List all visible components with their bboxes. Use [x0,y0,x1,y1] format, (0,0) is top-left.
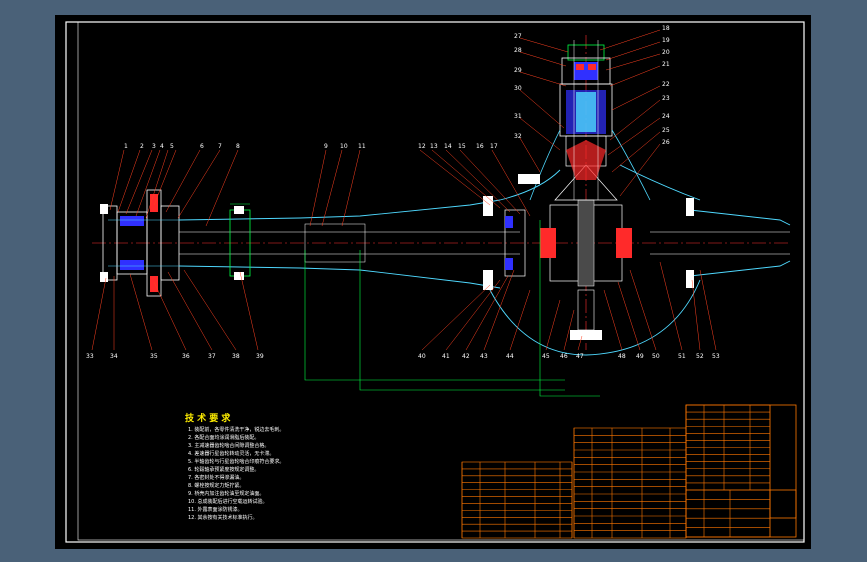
balloon-label: 49 [636,353,644,360]
balloon-label: 26 [662,139,670,146]
balloon-label: 40 [418,353,426,360]
balloon-label: 33 [86,353,94,360]
balloon-label: 3 [152,143,156,150]
balloon-label: 47 [576,353,584,360]
balloon-label: 19 [662,37,670,44]
balloon-label: 31 [514,113,522,120]
balloon-label: 24 [662,113,670,120]
balloon-label: 7 [218,143,222,150]
balloon-label: 48 [618,353,626,360]
balloon-label: 44 [506,353,514,360]
balloon-label: 13 [430,143,438,150]
pinion-housing [518,40,651,201]
balloon-label: 21 [662,61,670,68]
balloon-label: 29 [514,67,522,74]
balloon-label: 5 [170,143,174,150]
balloon-label: 41 [442,353,450,360]
balloon-label: 45 [542,353,550,360]
requirement-line: 4. 差速器行星齿轮转动灵活，无卡滞。 [188,450,274,457]
technical-requirements: 技 术 要 求 1. 装配前，各零件清洗干净，锐边去毛刺。 2. 各配合面均涂润… [185,412,284,521]
balloon-label: 46 [560,353,568,360]
title-block [685,404,797,538]
balloon-label: 6 [200,143,204,150]
balloon-label: 9 [324,143,328,150]
requirement-line: 11. 外露表面涂防锈漆。 [188,506,243,513]
right-axle-tube [650,198,791,288]
balloon-label: 14 [444,143,452,150]
balloon-label: 16 [476,143,484,150]
balloon-label: 34 [110,353,118,360]
balloon-label: 37 [208,353,216,360]
balloon-label: 50 [652,353,660,360]
balloon-label: 43 [480,353,488,360]
requirement-line: 2. 各配合面均涂润滑脂后装配。 [188,434,259,441]
balloon-label: 11 [358,143,366,150]
requirement-line: 3. 主减速器齿轮啮合间隙调整合格。 [188,442,269,449]
drawing-sheet [55,15,811,549]
top-balloons: 1 2 3 4 5 6 7 8 9 10 11 12 13 14 15 16 1… [124,143,498,150]
balloon-label: 4 [160,143,164,150]
balloon-label: 53 [712,353,720,360]
requirement-line: 7. 各密封处不得渗漏油。 [188,474,244,481]
requirement-line: 12. 其余按有关技术标准执行。 [188,514,258,521]
differential-housing [483,164,701,356]
requirement-line: 1. 装配前，各零件清洗干净，锐边去毛刺。 [188,426,284,433]
balloon-label: 15 [458,143,466,150]
requirement-line: 10. 总成装配后进行空载运转试验。 [188,498,268,505]
parts-list-tables [461,404,771,539]
bottom-balloons: 33 34 35 36 37 38 39 40 41 42 43 44 45 4… [86,353,720,360]
balloon-label: 10 [340,143,348,150]
balloon-label: 39 [256,353,264,360]
requirement-line: 6. 轮毂轴承预紧度按规定调整。 [188,466,259,473]
balloon-label: 52 [696,353,704,360]
balloon-label: 36 [182,353,190,360]
balloon-label: 42 [462,353,470,360]
balloon-label: 23 [662,95,670,102]
balloon-label: 35 [150,353,158,360]
balloon-label: 22 [662,81,670,88]
requirement-line: 5. 半轴齿轮与行星齿轮啮合印痕符合要求。 [188,458,284,465]
balloon-label: 2 [140,143,144,150]
requirement-line: 8. 螺栓按规定力矩拧紧。 [188,482,244,489]
right-balloons: 18 19 20 21 22 23 24 25 26 27 28 29 30 3… [514,25,670,146]
balloon-label: 12 [418,143,426,150]
balloon-label: 17 [490,143,498,150]
balloon-label: 38 [232,353,240,360]
balloon-label: 8 [236,143,240,150]
balloon-label: 20 [662,49,670,56]
balloon-label: 1 [124,143,128,150]
leader-lines [91,29,717,351]
requirement-line: 9. 桥壳内加注齿轮油至规定油面。 [188,490,264,497]
left-wheel-hub [100,189,180,297]
balloon-label: 51 [678,353,686,360]
balloon-label: 27 [514,33,522,40]
balloon-label: 25 [662,127,670,134]
balloon-label: 32 [514,133,522,140]
balloon-label: 28 [514,47,522,54]
balloon-label: 18 [662,25,670,32]
balloon-label: 30 [514,85,522,92]
dimension-lines [230,203,600,397]
drawing-frame [77,21,805,541]
requirements-title: 技 术 要 求 [185,412,231,424]
